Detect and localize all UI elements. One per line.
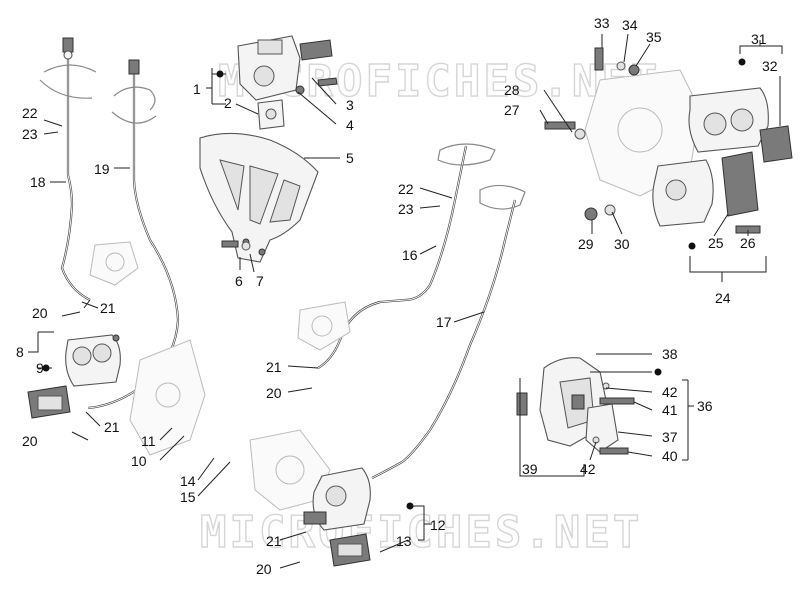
callout-5: 5 bbox=[346, 150, 354, 166]
callout-3: 3 bbox=[346, 97, 354, 113]
callout-22: 22 bbox=[22, 105, 38, 121]
callout-16: 16 bbox=[402, 247, 418, 263]
callout-1: 1 bbox=[193, 81, 201, 97]
bullet-36 bbox=[654, 368, 662, 376]
callout-34: 34 bbox=[622, 17, 638, 33]
callout-8: 8 bbox=[16, 344, 24, 360]
callout-32: 32 bbox=[762, 58, 778, 74]
callout-36: 36 bbox=[697, 398, 713, 414]
callout-41: 41 bbox=[662, 402, 678, 418]
ghost-fork-left bbox=[89, 241, 206, 456]
brake-hose-18 bbox=[39, 37, 97, 301]
callout-20c: 20 bbox=[266, 385, 282, 401]
callout-20b: 20 bbox=[256, 561, 272, 577]
callout-14: 14 bbox=[180, 473, 196, 489]
callout-42b: 42 bbox=[580, 461, 596, 477]
callout-24: 24 bbox=[715, 290, 731, 306]
callout-labels: 1 2 3 4 5 6 7 8 9 10 11 12 13 14 15 16 1… bbox=[16, 15, 778, 577]
callout-7: 7 bbox=[256, 273, 264, 289]
callout-21: 21 bbox=[100, 300, 116, 316]
callout-20d: 20 bbox=[22, 433, 38, 449]
callout-23: 23 bbox=[22, 126, 38, 142]
callout-28: 28 bbox=[504, 82, 520, 98]
bolt-6-washer-7 bbox=[221, 240, 251, 251]
caliper-assembly-top bbox=[237, 35, 338, 130]
callout-39: 39 bbox=[522, 461, 538, 477]
bolts-33-34-35 bbox=[594, 47, 640, 76]
front-caliper-center bbox=[303, 467, 371, 567]
brake-hose-19 bbox=[87, 59, 180, 410]
brake-hose-17 bbox=[371, 184, 526, 479]
callout-10: 10 bbox=[131, 453, 147, 469]
bullet-1 bbox=[216, 70, 224, 78]
callout-37: 37 bbox=[662, 429, 678, 445]
callout-2: 2 bbox=[224, 95, 232, 111]
callout-27: 27 bbox=[504, 102, 520, 118]
callout-4: 4 bbox=[346, 117, 354, 133]
callout-21d: 21 bbox=[104, 419, 120, 435]
callout-40: 40 bbox=[662, 448, 678, 464]
rear-caliper-assembly bbox=[584, 69, 793, 234]
callout-29: 29 bbox=[578, 236, 594, 252]
callout-6: 6 bbox=[235, 273, 243, 289]
callout-31: 31 bbox=[751, 31, 767, 47]
callout-38: 38 bbox=[662, 346, 678, 362]
leader-lines bbox=[28, 33, 783, 569]
watermark-bottom: MICROFICHES.NET bbox=[200, 507, 642, 558]
callout-12: 12 bbox=[430, 517, 446, 533]
brake-hose-16 bbox=[317, 143, 496, 369]
callout-18: 18 bbox=[30, 174, 46, 190]
callout-33: 33 bbox=[594, 15, 610, 31]
callout-13: 13 bbox=[396, 533, 412, 549]
callout-9: 9 bbox=[36, 360, 44, 376]
callout-21c: 21 bbox=[266, 359, 282, 375]
front-caliper-left bbox=[27, 334, 121, 419]
callout-26: 26 bbox=[740, 235, 756, 251]
callout-30: 30 bbox=[614, 236, 630, 252]
callout-19: 19 bbox=[94, 161, 110, 177]
bullet-31 bbox=[738, 58, 746, 66]
bullet-24 bbox=[688, 242, 696, 250]
callout-23b: 23 bbox=[398, 201, 414, 217]
callout-15: 15 bbox=[180, 489, 196, 505]
callout-22b: 22 bbox=[398, 181, 414, 197]
callout-35: 35 bbox=[646, 29, 662, 45]
bullet-12 bbox=[406, 502, 414, 510]
callout-11: 11 bbox=[141, 433, 156, 449]
callout-17: 17 bbox=[436, 314, 452, 330]
disc-guard-5 bbox=[199, 132, 319, 263]
caliper-group-36 bbox=[516, 357, 635, 455]
ghost-fork-center bbox=[249, 301, 351, 511]
callout-20: 20 bbox=[32, 305, 48, 321]
callout-21b: 21 bbox=[266, 533, 282, 549]
callout-25: 25 bbox=[708, 235, 724, 251]
bullet-8 bbox=[42, 364, 50, 372]
callout-42: 42 bbox=[662, 384, 678, 400]
